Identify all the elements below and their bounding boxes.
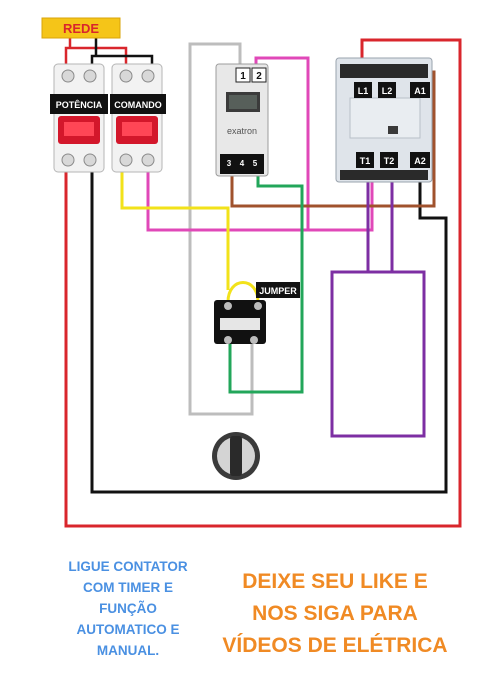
breaker-comando-label: COMANDO [114, 100, 162, 110]
screw-icon [250, 336, 258, 344]
jumper-label: JUMPER [259, 286, 297, 296]
motor-load-box [330, 270, 426, 438]
timer-terminal-2: 2 [256, 71, 262, 82]
screw-icon [83, 153, 97, 167]
screw-icon [83, 69, 97, 83]
timer-terminal-3: 3 [227, 159, 232, 168]
timer-terminal-1: 1 [240, 71, 246, 82]
contactor-a2: A2 [414, 156, 426, 166]
left-caption: LIGUE CONTATOR COM TIMER E FUNÇÃO AUTOMA… [68, 559, 188, 658]
screw-icon [119, 69, 133, 83]
breaker-comando [110, 63, 166, 173]
wire-pink-timer [254, 56, 310, 230]
breaker-potencia-label: POTÊNCIA [56, 99, 103, 110]
wire-green [228, 170, 304, 394]
wire-black-feed [90, 54, 154, 68]
screw-icon [119, 153, 133, 167]
rede-label-box [41, 17, 121, 39]
timer-terminal-5: 5 [253, 159, 258, 168]
jumper-label-box [256, 282, 300, 298]
selector-switch-icon [212, 432, 260, 480]
right-caption: DEIXE SEU LIKE E NOS SIGA PARA VÍDEOS DE… [222, 570, 448, 657]
timer-terminal-4: 4 [240, 159, 245, 168]
contactor-t2: T2 [384, 156, 395, 166]
screw-icon [61, 153, 75, 167]
screw-icon [141, 69, 155, 83]
contactor-l2: L2 [382, 86, 393, 96]
wire-pink [146, 170, 374, 232]
contactor-t1: T1 [360, 156, 371, 166]
timer-brand: exatron [227, 126, 257, 136]
screw-icon [224, 302, 232, 310]
contactor-l1: L1 [358, 86, 369, 96]
screw-icon [61, 69, 75, 83]
wire-yellow-jumper [226, 281, 260, 303]
screw-icon [224, 336, 232, 344]
timer-relay [215, 63, 269, 177]
screw-icon [141, 153, 155, 167]
rede-label: REDE [63, 21, 99, 36]
contactor [335, 57, 433, 183]
wire-black [90, 170, 448, 494]
wire-yellow [120, 170, 230, 290]
screw-icon [254, 302, 262, 310]
breaker-potencia [50, 63, 108, 173]
wire-red [64, 38, 462, 528]
contactor-a1: A1 [414, 86, 426, 96]
push-button [214, 300, 266, 344]
